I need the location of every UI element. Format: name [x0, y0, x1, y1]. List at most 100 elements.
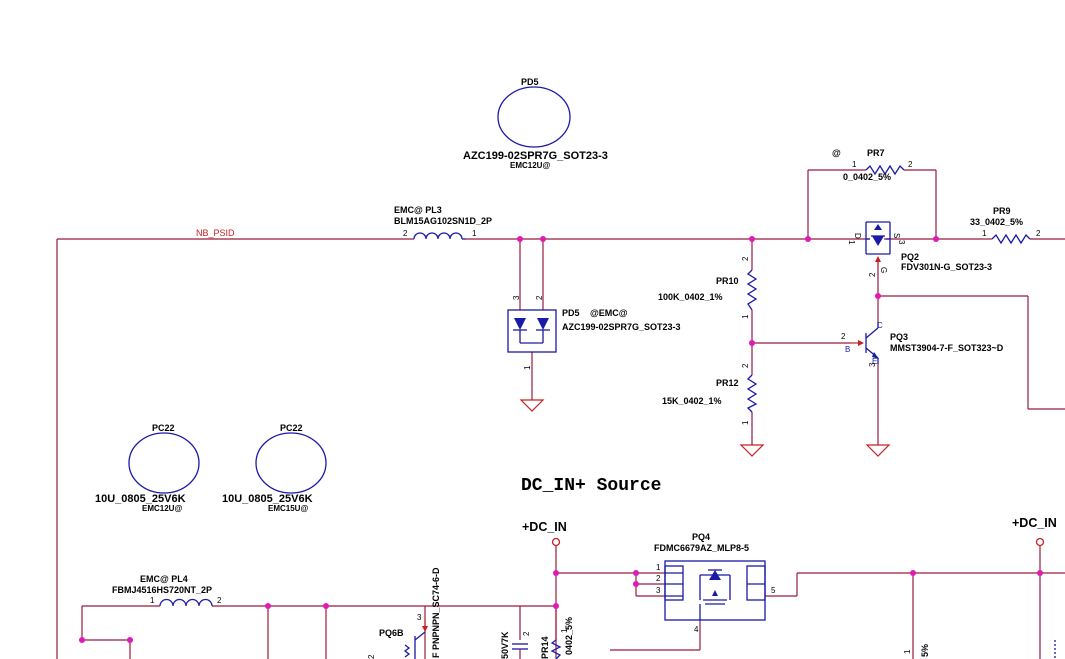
diode-pd5: 3 2 1 PD5 @EMC@ AZC199-02SPR7G_SOT23-3 [507, 295, 681, 370]
pq4-pin-4: 4 [694, 625, 699, 634]
pq3-ref: PQ3 [890, 332, 908, 342]
pl4-value: FBMJ4516HS720NT_2P [112, 585, 212, 595]
pr9-pin-2: 2 [1036, 229, 1041, 238]
pl3-pin-2: 2 [403, 229, 408, 238]
pq4-pin-1: 1 [656, 563, 661, 572]
pr7-option: @ [832, 148, 841, 158]
pc22-b-value: 10U_0805_25V6K [222, 493, 313, 505]
pq2-pin-2: 2 [868, 272, 877, 277]
pd5-ref: PD5 [562, 308, 580, 318]
pl3-ref: EMC@ PL3 [394, 205, 442, 215]
pq3-pin-b: B [845, 345, 850, 354]
pl4-pin-2: 2 [217, 596, 222, 605]
pd5-pin-3: 3 [512, 295, 521, 300]
wires [56, 169, 1065, 659]
pq2-pin-g: G [879, 267, 888, 273]
pq2-value: FDV301N-G_SOT23-3 [901, 262, 992, 272]
pq2-pin-d: D [853, 233, 862, 239]
pr7-pin-2: 2 [908, 160, 913, 169]
pl3-pin-1: 1 [472, 229, 477, 238]
net-label-nb-psid: NB_PSID [196, 228, 235, 238]
pc22-a-value: 10U_0805_25V6K [95, 493, 186, 505]
port-dc-in-left: +DC_IN [522, 520, 567, 547]
pq3-pin-e: E [872, 357, 877, 366]
pr10-value: 100K_0402_1% [658, 292, 723, 302]
capacitor-pc5: 50V7K 2 [500, 631, 531, 659]
pr9-value: 33_0402_5% [970, 217, 1023, 227]
pq3-pin-3: 3 [868, 362, 877, 367]
pl3-value: BLM15AG102SN1D_2P [394, 216, 492, 226]
pd5-pin-1: 1 [523, 365, 532, 370]
pd5-placeholder-value: AZC199-02SPR7G_SOT23-3 [463, 150, 608, 162]
pr12-value: 15K_0402_1% [662, 396, 722, 406]
pr10-pin-1: 1 [741, 314, 750, 319]
pr9-pin-1: 1 [982, 229, 987, 238]
bottom-right-pin-1: 1 [903, 649, 912, 654]
resistor-pr12: 2 1 PR12 15K_0402_1% [662, 363, 758, 425]
pd5-value: AZC199-02SPR7G_SOT23-3 [562, 322, 681, 332]
pr12-pin-2: 2 [741, 363, 750, 368]
mosfet-pq2: D S G 1 3 2 PQ2 FDV301N-G_SOT23-3 [847, 221, 992, 277]
mosfet-pq4: PQ4 FDMC6679AZ_MLP8-5 1 2 3 5 4 [654, 532, 776, 634]
pr7-pin-1: 1 [852, 160, 857, 169]
pc22-a-ref: PC22 [152, 423, 175, 433]
bottom-right-value: 5% [920, 644, 930, 657]
pd5-option: @EMC@ [590, 308, 628, 318]
pq6b-pin-2: 2 [367, 654, 376, 659]
pq2-ref: PQ2 [901, 252, 919, 262]
pc5-value: 50V7K [500, 631, 510, 659]
pq3-pin-2: 2 [841, 332, 846, 341]
pd5-placeholder: PD5 AZC199-02SPR7G_SOT23-3 EMC12U@ [463, 77, 608, 170]
pc22-a-option: EMC12U@ [142, 504, 182, 513]
pr12-ref: PR12 [716, 378, 739, 388]
pr7-value: 0_0402_5% [843, 172, 891, 182]
junctions [79, 236, 1043, 643]
pq4-value: FDMC6679AZ_MLP8-5 [654, 543, 749, 553]
pd5-placeholder-ref: PD5 [521, 77, 539, 87]
pq4-pin-5: 5 [771, 586, 776, 595]
pr7-ref: PR7 [867, 148, 885, 158]
pr14-ref: PR14 [540, 636, 550, 659]
pc5-pin-2: 2 [522, 631, 531, 636]
pr10-ref: PR10 [716, 276, 739, 286]
port-dc-in-right: +DC_IN [1012, 516, 1057, 547]
pc22-placeholder-b: PC22 10U_0805_25V6K EMC15U@ [222, 423, 327, 513]
pr9-ref: PR9 [993, 206, 1011, 216]
pq2-pin-1: 1 [847, 240, 856, 245]
transistor-pq3: 2 B C E 3 PQ3 MMST3904-7-F_SOT323~D [841, 321, 1004, 367]
pd5-pin-2: 2 [535, 295, 544, 300]
pr14-pin-1: 1 [560, 628, 569, 633]
pq2-pin-s: S [892, 233, 901, 238]
pq6b-value: F PNPNPN_SC74-6-D [431, 567, 441, 658]
resistor-pr14: PR14 0402_5% 1 [540, 617, 574, 659]
pr14-value: 0402_5% [564, 617, 574, 655]
pc22-b-option: EMC15U@ [268, 504, 308, 513]
resistor-pr7: @ PR7 1 2 0_0402_5% [832, 148, 913, 182]
pl4-ref: EMC@ PL4 [140, 574, 188, 584]
pq6b-pin-3: 3 [417, 613, 422, 622]
dc-in-right-label: +DC_IN [1012, 516, 1057, 530]
transistor-pq6b: F PNPNPN_SC74-6-D 3 2 PQ6B [367, 567, 441, 659]
pq2-pin-3: 3 [897, 240, 906, 245]
pq3-value: MMST3904-7-F_SOT323~D [890, 343, 1004, 353]
inductor-pl3: EMC@ PL3 BLM15AG102SN1D_2P 2 1 [394, 205, 492, 240]
resistor-pr9: PR9 33_0402_5% 1 2 [970, 206, 1041, 245]
pr12-pin-1: 1 [741, 420, 750, 425]
inductor-pl4: EMC@ PL4 FBMJ4516HS720NT_2P 1 2 [112, 574, 222, 607]
bottom-right-resistor: 5% 1 [903, 640, 1056, 659]
section-title: DC_IN+ Source [521, 476, 661, 496]
dc-in-left-label: +DC_IN [522, 520, 567, 534]
pl4-pin-1: 1 [150, 596, 155, 605]
pq4-ref: PQ4 [692, 532, 710, 542]
pc22-b-ref: PC22 [280, 423, 303, 433]
resistor-pr10: 2 1 PR10 100K_0402_1% [658, 256, 758, 319]
pq3-pin-c: C [877, 321, 883, 330]
pq4-pin-2: 2 [656, 574, 661, 583]
pq4-pin-3: 3 [656, 586, 661, 595]
ground-symbols [519, 399, 891, 457]
pr10-pin-2: 2 [741, 256, 750, 261]
pd5-placeholder-option: EMC12U@ [510, 161, 550, 170]
pq6b-ref: PQ6B [379, 628, 404, 638]
pc22-placeholder-a: PC22 10U_0805_25V6K EMC12U@ [95, 423, 200, 513]
